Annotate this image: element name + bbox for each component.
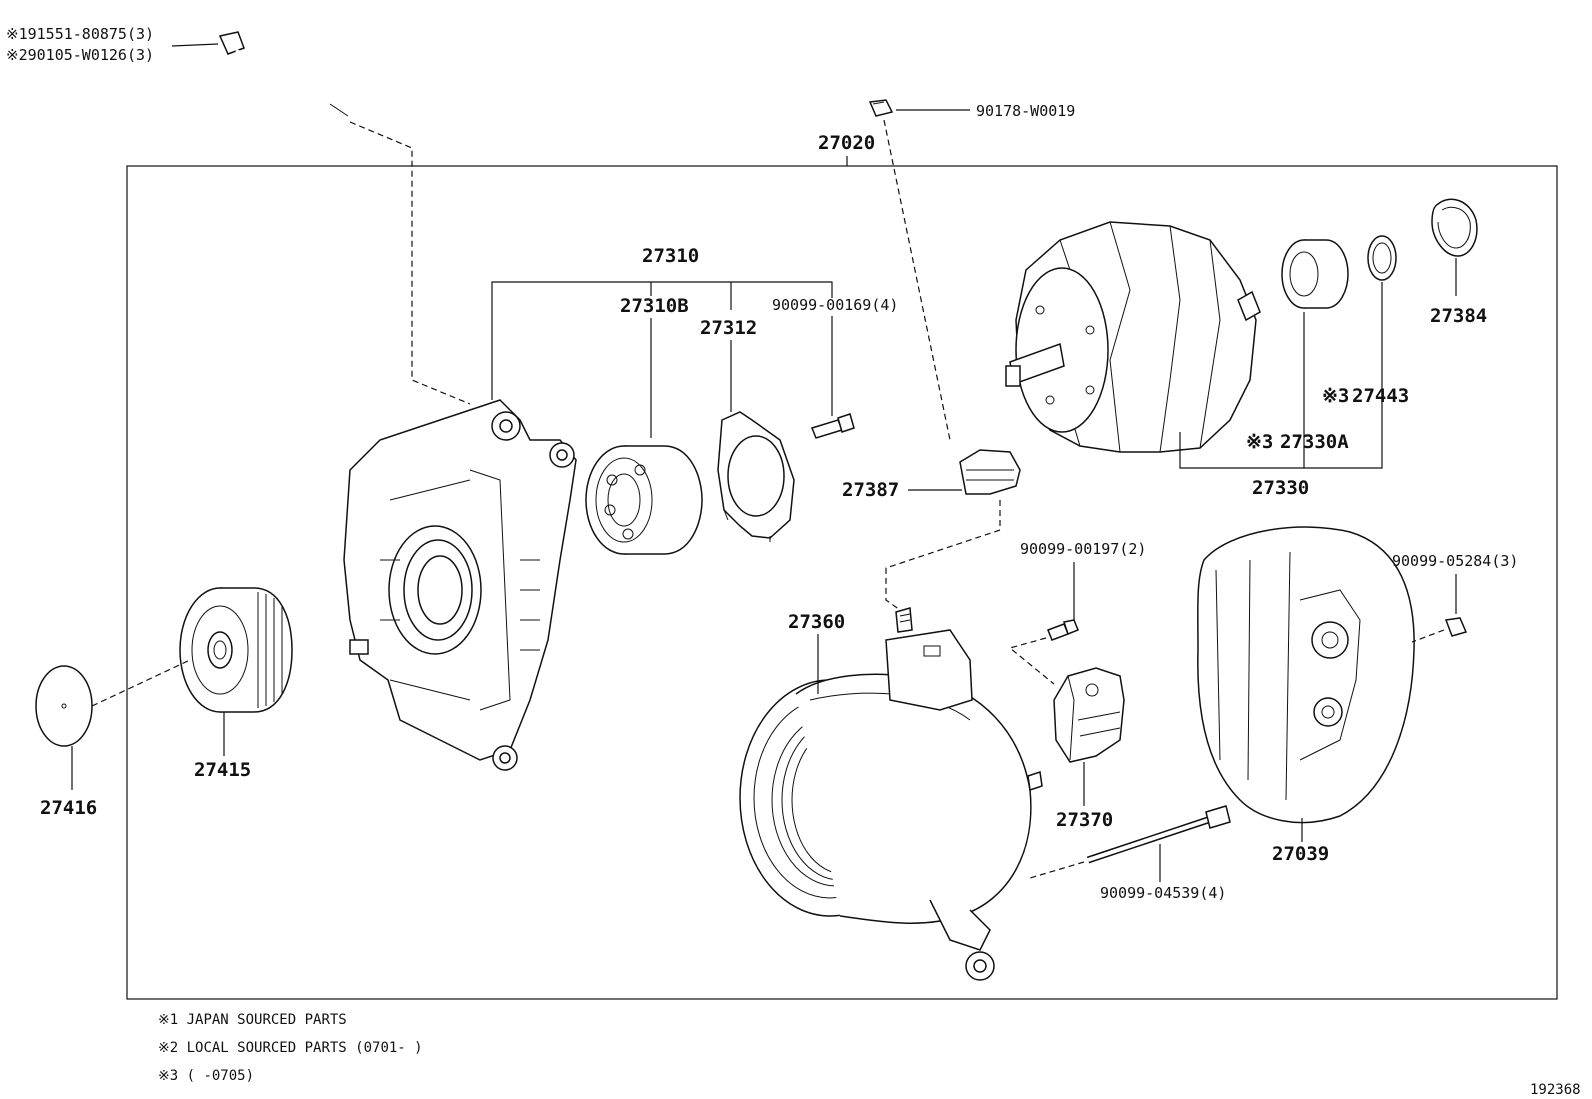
callout-27039: 27039 (1272, 843, 1329, 865)
screw-90099-00169[interactable] (811, 413, 855, 439)
note-local-sourced: ※2 LOCAL SOURCED PARTS (0701- ) (158, 1040, 423, 1056)
bearing-27330a[interactable] (1281, 239, 1349, 309)
callout-27415: 27415 (194, 759, 251, 781)
cover-27384[interactable] (1431, 198, 1478, 257)
callout-27312: 27312 (700, 317, 757, 339)
callout-27310: 27310 (642, 245, 699, 267)
mark-27443: ※3 (1322, 385, 1349, 407)
assembly-frame (126, 165, 1558, 1000)
callout-90099-00169: 90099-00169(4) (772, 296, 898, 314)
through-bolt-90099-04539[interactable] (1086, 805, 1231, 864)
through-bolt-top[interactable] (218, 31, 349, 118)
brush-holder-27370[interactable] (1053, 667, 1125, 763)
nut-90178[interactable] (868, 99, 894, 117)
callout-27330: 27330 (1252, 477, 1309, 499)
drive-end-frame[interactable] (343, 399, 577, 771)
callout-27370: 27370 (1056, 809, 1113, 831)
callout-90099-04539: 90099-04539(4) (1100, 884, 1226, 902)
callout-27360: 27360 (788, 611, 845, 633)
callout-90099-00197: 90099-00197(2) (1020, 540, 1146, 558)
callout-27416: 27416 (40, 797, 97, 819)
rotor-assembly[interactable] (1005, 221, 1261, 453)
cap-27416[interactable] (35, 665, 93, 747)
screw-90099-00197[interactable] (1047, 619, 1079, 641)
callout-90099-05284: 90099-05284(3) (1392, 552, 1518, 570)
insulator-27387[interactable] (959, 449, 1021, 495)
note-japan-sourced: ※1 JAPAN SOURCED PARTS (158, 1012, 347, 1028)
bearing-27310b[interactable] (585, 445, 703, 555)
washer-27443[interactable] (1367, 235, 1397, 281)
callout-27384: 27384 (1430, 305, 1487, 327)
note-range: ※3 ( -0705) (158, 1068, 254, 1084)
mark-27330a: ※3 (1246, 431, 1273, 453)
callout-bolt-b: ※290105-W0126(3) (6, 46, 154, 64)
callout-27330a: 27330A (1280, 431, 1349, 453)
retainer-27312[interactable] (717, 411, 795, 542)
figure-id: 192368 (1530, 1082, 1581, 1098)
pulley-27415[interactable] (179, 587, 293, 713)
rear-end-cover-27039[interactable] (1197, 526, 1415, 824)
callout-27387: 27387 (842, 479, 899, 501)
callout-bolt-a: ※191551-80875(3) (6, 25, 154, 43)
callout-27310b: 27310B (620, 295, 689, 317)
nut-90099-05284[interactable] (1444, 617, 1468, 637)
stator-housing-27360[interactable] (739, 607, 1043, 981)
callout-90178: 90178-W0019 (976, 102, 1075, 120)
callout-27443: 27443 (1352, 385, 1409, 407)
callout-27020: 27020 (818, 132, 875, 154)
